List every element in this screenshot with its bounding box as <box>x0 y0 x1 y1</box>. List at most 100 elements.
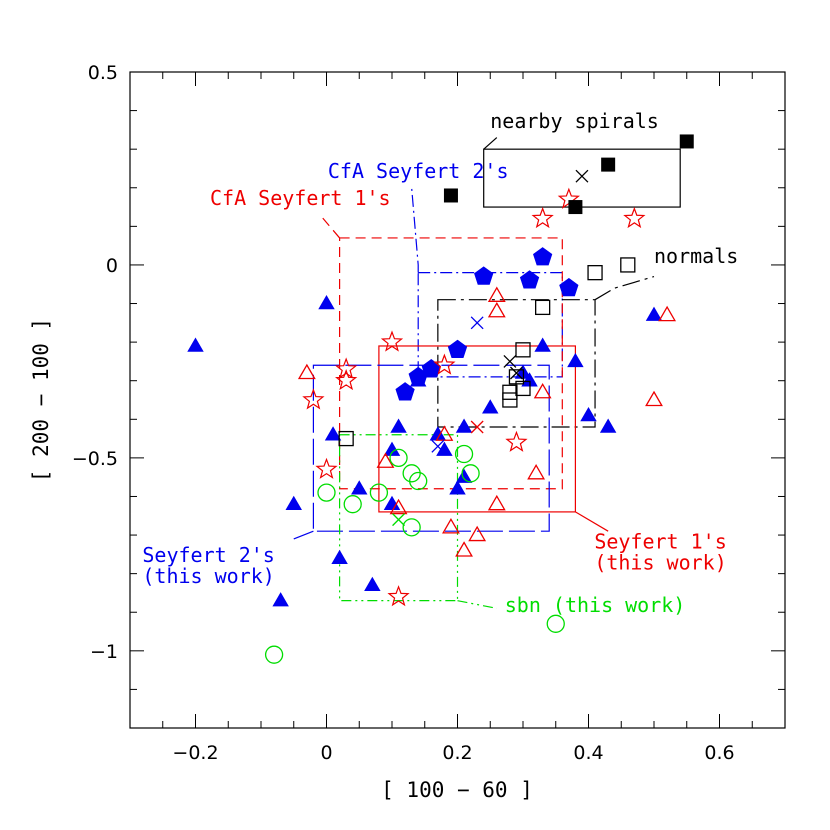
filled-square-point <box>568 200 583 215</box>
filled-triangle-point <box>455 418 473 433</box>
region-label: CfA Seyfert 1's <box>210 186 391 210</box>
region-box <box>437 299 596 428</box>
region-box <box>417 272 563 378</box>
region-box <box>483 148 681 208</box>
open-triangle-point <box>487 286 506 302</box>
cross-point <box>509 366 523 380</box>
region-label: normals <box>654 244 738 268</box>
region-label: CfA Seyfert 2's <box>328 159 509 183</box>
filled-triangle-point <box>567 352 584 368</box>
filled-triangle-point <box>482 399 499 414</box>
open-triangle-point <box>389 498 408 515</box>
filled-triangle-point <box>534 337 551 352</box>
region-label: Seyfert 2's <box>142 543 274 567</box>
open-triangle-point <box>487 494 506 511</box>
filled-triangle-point <box>383 441 401 456</box>
cross-point <box>575 169 589 183</box>
region-leader-line <box>575 511 609 532</box>
filled-triangle-point <box>331 549 348 564</box>
open-circle-point <box>461 464 480 483</box>
filled-square-point <box>601 157 616 172</box>
region-leader-line <box>483 137 498 150</box>
cross-point <box>392 513 406 527</box>
region-leader-line <box>293 530 314 540</box>
open-square-point <box>338 430 354 447</box>
open-triangle-point <box>435 425 454 441</box>
open-square-point <box>502 392 518 408</box>
open-triangle-point <box>455 541 473 557</box>
x-tick-label: −0.2 <box>172 742 218 764</box>
filled-triangle-point <box>645 306 663 321</box>
open-triangle-point <box>645 390 663 407</box>
filled-pentagon-point <box>519 270 540 289</box>
filled-triangle-point <box>272 592 289 607</box>
y-tick-label: 0.5 <box>88 62 118 84</box>
filled-triangle-point <box>449 480 466 495</box>
region-label: nearby spirals <box>490 109 659 133</box>
filled-triangle-point <box>390 418 407 433</box>
open-circle-point <box>317 483 336 502</box>
open-triangle-point <box>376 452 395 468</box>
x-tick-label: 0.6 <box>704 742 734 764</box>
cross-point <box>503 354 517 368</box>
filled-triangle-point <box>455 468 473 483</box>
open-triangle-point <box>487 301 506 318</box>
data-points <box>187 134 694 664</box>
open-star-point <box>623 206 646 229</box>
filled-triangle-point <box>285 495 302 510</box>
filled-pentagon-point <box>559 277 579 297</box>
region-box <box>378 345 576 513</box>
open-triangle-point <box>297 363 316 380</box>
y-tick-label: −1 <box>90 641 118 663</box>
open-square-point <box>620 257 636 273</box>
open-star-point <box>380 330 404 352</box>
region-leader-line <box>594 275 655 301</box>
open-star-point <box>335 368 358 391</box>
open-star-point <box>335 357 358 379</box>
open-circle-point <box>402 518 421 537</box>
filled-pentagon-point <box>533 247 553 266</box>
open-star-point <box>505 430 528 452</box>
cross-point <box>431 439 445 453</box>
filled-square-point <box>679 134 694 149</box>
filled-triangle-point <box>187 337 204 352</box>
open-square-point <box>515 342 531 358</box>
filled-square-point <box>443 188 458 203</box>
open-triangle-point <box>658 305 677 322</box>
open-circle-point <box>343 495 362 514</box>
open-square-point <box>535 299 551 316</box>
y-tick-label: −0.5 <box>72 448 118 470</box>
filled-triangle-point <box>580 406 597 422</box>
open-triangle-point <box>527 464 546 480</box>
open-star-point <box>315 457 338 479</box>
region-leader-line <box>411 187 419 273</box>
open-star-point <box>387 585 410 607</box>
filled-triangle-point <box>318 295 335 310</box>
open-circle-point <box>409 471 428 491</box>
cross-point <box>470 420 484 434</box>
open-square-point <box>515 380 531 397</box>
region-leader-line <box>319 214 341 239</box>
open-star-point <box>302 388 325 410</box>
x-tick-label: 0.4 <box>573 742 603 764</box>
open-circle-point <box>389 448 408 468</box>
region-label: (this work) <box>142 564 274 588</box>
region-label: (this work) <box>594 551 726 575</box>
open-circle-point <box>402 464 421 483</box>
open-star-point <box>433 353 456 375</box>
region-box <box>339 434 459 602</box>
filled-triangle-point <box>599 418 617 433</box>
open-triangle-point <box>442 518 460 534</box>
filled-triangle-point <box>324 426 342 441</box>
x-tick-label: 0.2 <box>442 742 472 764</box>
open-circle-point <box>369 483 389 502</box>
filled-triangle-point <box>351 480 368 495</box>
y-axis-title: [ 200 − 100 ] <box>29 318 53 482</box>
open-triangle-point <box>468 525 487 542</box>
region-leader-line <box>457 600 497 609</box>
open-square-point <box>587 265 603 281</box>
region-label: Seyfert 1's <box>594 530 726 554</box>
open-square-point <box>502 384 518 400</box>
